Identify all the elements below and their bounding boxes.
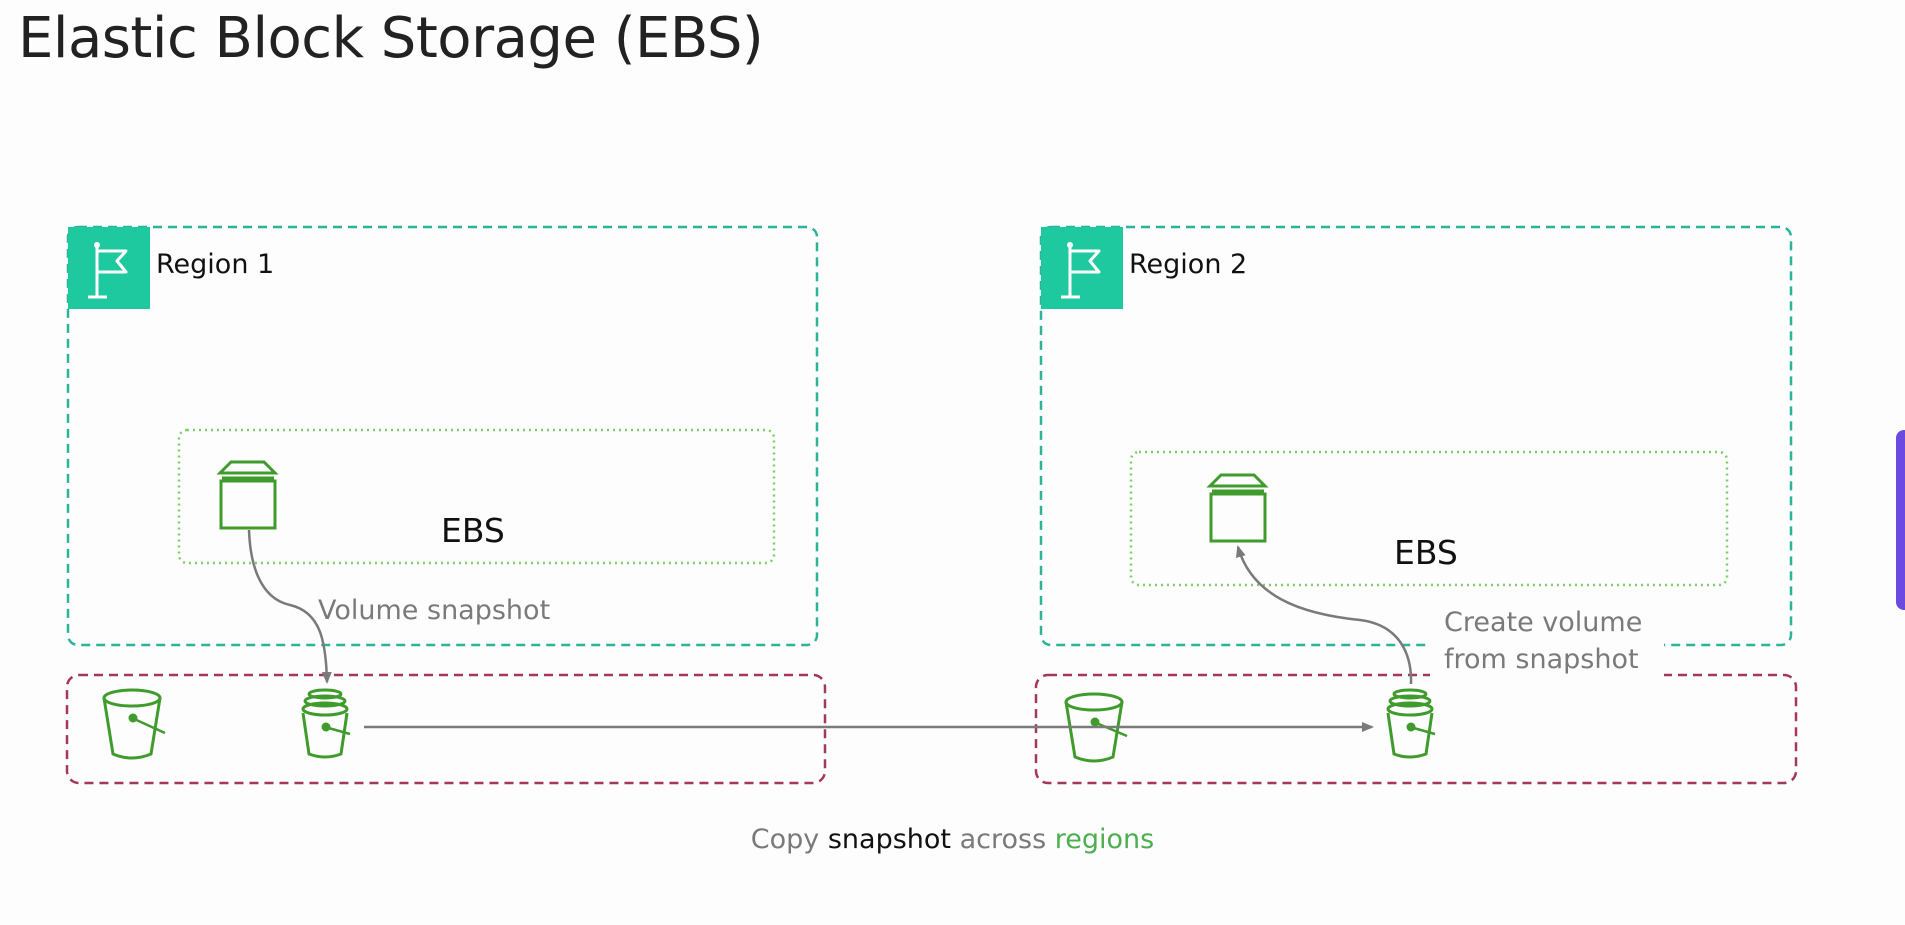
create-volume-line-1: Create volume bbox=[1444, 607, 1643, 638]
s3-bucket-group-1 bbox=[65, 673, 827, 785]
caption-part-3: across bbox=[951, 824, 1055, 855]
region-2-container bbox=[1039, 225, 1793, 647]
ebs-volume-icon bbox=[216, 460, 279, 530]
region-2-label: Region 2 bbox=[1129, 249, 1248, 280]
diagram-caption: Copy snapshot across regions bbox=[0, 824, 1905, 855]
snapshot-bucket-icon bbox=[1386, 688, 1436, 759]
caption-part-2: snapshot bbox=[827, 824, 952, 855]
region-1-container bbox=[66, 225, 819, 647]
flag-icon bbox=[1041, 227, 1123, 309]
ebs-volume-icon bbox=[1206, 473, 1269, 543]
ebs-label-2: EBS bbox=[1394, 533, 1458, 572]
region-1-label: Region 1 bbox=[156, 249, 275, 280]
create-volume-line-2: from snapshot bbox=[1444, 644, 1639, 675]
volume-snapshot-label: Volume snapshot bbox=[318, 595, 551, 626]
s3-bucket-group-2 bbox=[1034, 673, 1798, 785]
side-tab-handle[interactable] bbox=[1896, 430, 1905, 610]
page-title: Elastic Block Storage (EBS) bbox=[18, 6, 764, 71]
snapshot-bucket-icon bbox=[301, 688, 351, 759]
snapshot-arrow bbox=[247, 529, 332, 684]
create-volume-label: Create volume from snapshot bbox=[1430, 604, 1665, 678]
ebs-label-1: EBS bbox=[441, 511, 505, 550]
s3-bucket-icon bbox=[102, 688, 166, 760]
caption-part-4: regions bbox=[1054, 824, 1155, 855]
flag-icon bbox=[68, 227, 150, 309]
create-volume-arrow bbox=[1235, 545, 1413, 685]
s3-bucket-icon bbox=[1064, 692, 1128, 763]
ebs-group-1 bbox=[177, 428, 776, 565]
caption-part-1: Copy bbox=[750, 824, 828, 855]
ebs-group-2 bbox=[1129, 450, 1729, 587]
